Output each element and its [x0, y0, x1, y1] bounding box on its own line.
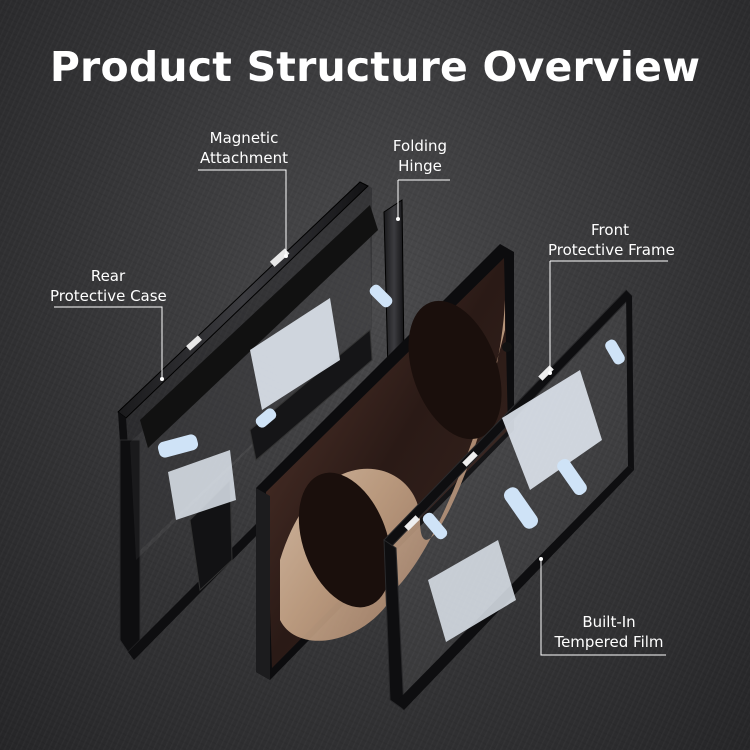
- label-magnetic-line2: Attachment: [200, 149, 288, 167]
- label-hinge-line1: Folding: [392, 137, 448, 155]
- label-front-protective-frame: Front Protective Frame: [548, 220, 675, 260]
- callout-line-rear: [54, 306, 163, 378]
- label-rear-protective-case: Rear Protective Case: [50, 266, 167, 306]
- rear-protective-case: [117, 181, 405, 660]
- label-built-in-tempered-film: Built-In Tempered Film: [550, 612, 668, 652]
- label-rear-line1: Rear: [90, 267, 126, 285]
- phone-device: [256, 244, 514, 680]
- label-film-line1: Built-In: [582, 613, 636, 631]
- callout-lines: [54, 169, 668, 656]
- label-hinge-line2: Hinge: [398, 157, 442, 175]
- label-magnetic-line1: Magnetic: [209, 129, 279, 147]
- label-front-line2: Protective Frame: [548, 241, 675, 259]
- callout-dots: [160, 217, 552, 561]
- label-front-line1: Front: [591, 221, 629, 239]
- callout-line-magnetic: [198, 169, 287, 255]
- page-title: Product Structure Overview: [49, 43, 701, 91]
- label-magnetic-attachment: Magnetic Attachment: [196, 128, 292, 168]
- label-film-line2: Tempered Film: [554, 633, 664, 651]
- label-rear-line2: Protective Case: [50, 287, 167, 305]
- front-protective-frame: [383, 289, 634, 712]
- callout-line-film: [540, 560, 666, 656]
- label-folding-hinge: Folding Hinge: [386, 136, 454, 176]
